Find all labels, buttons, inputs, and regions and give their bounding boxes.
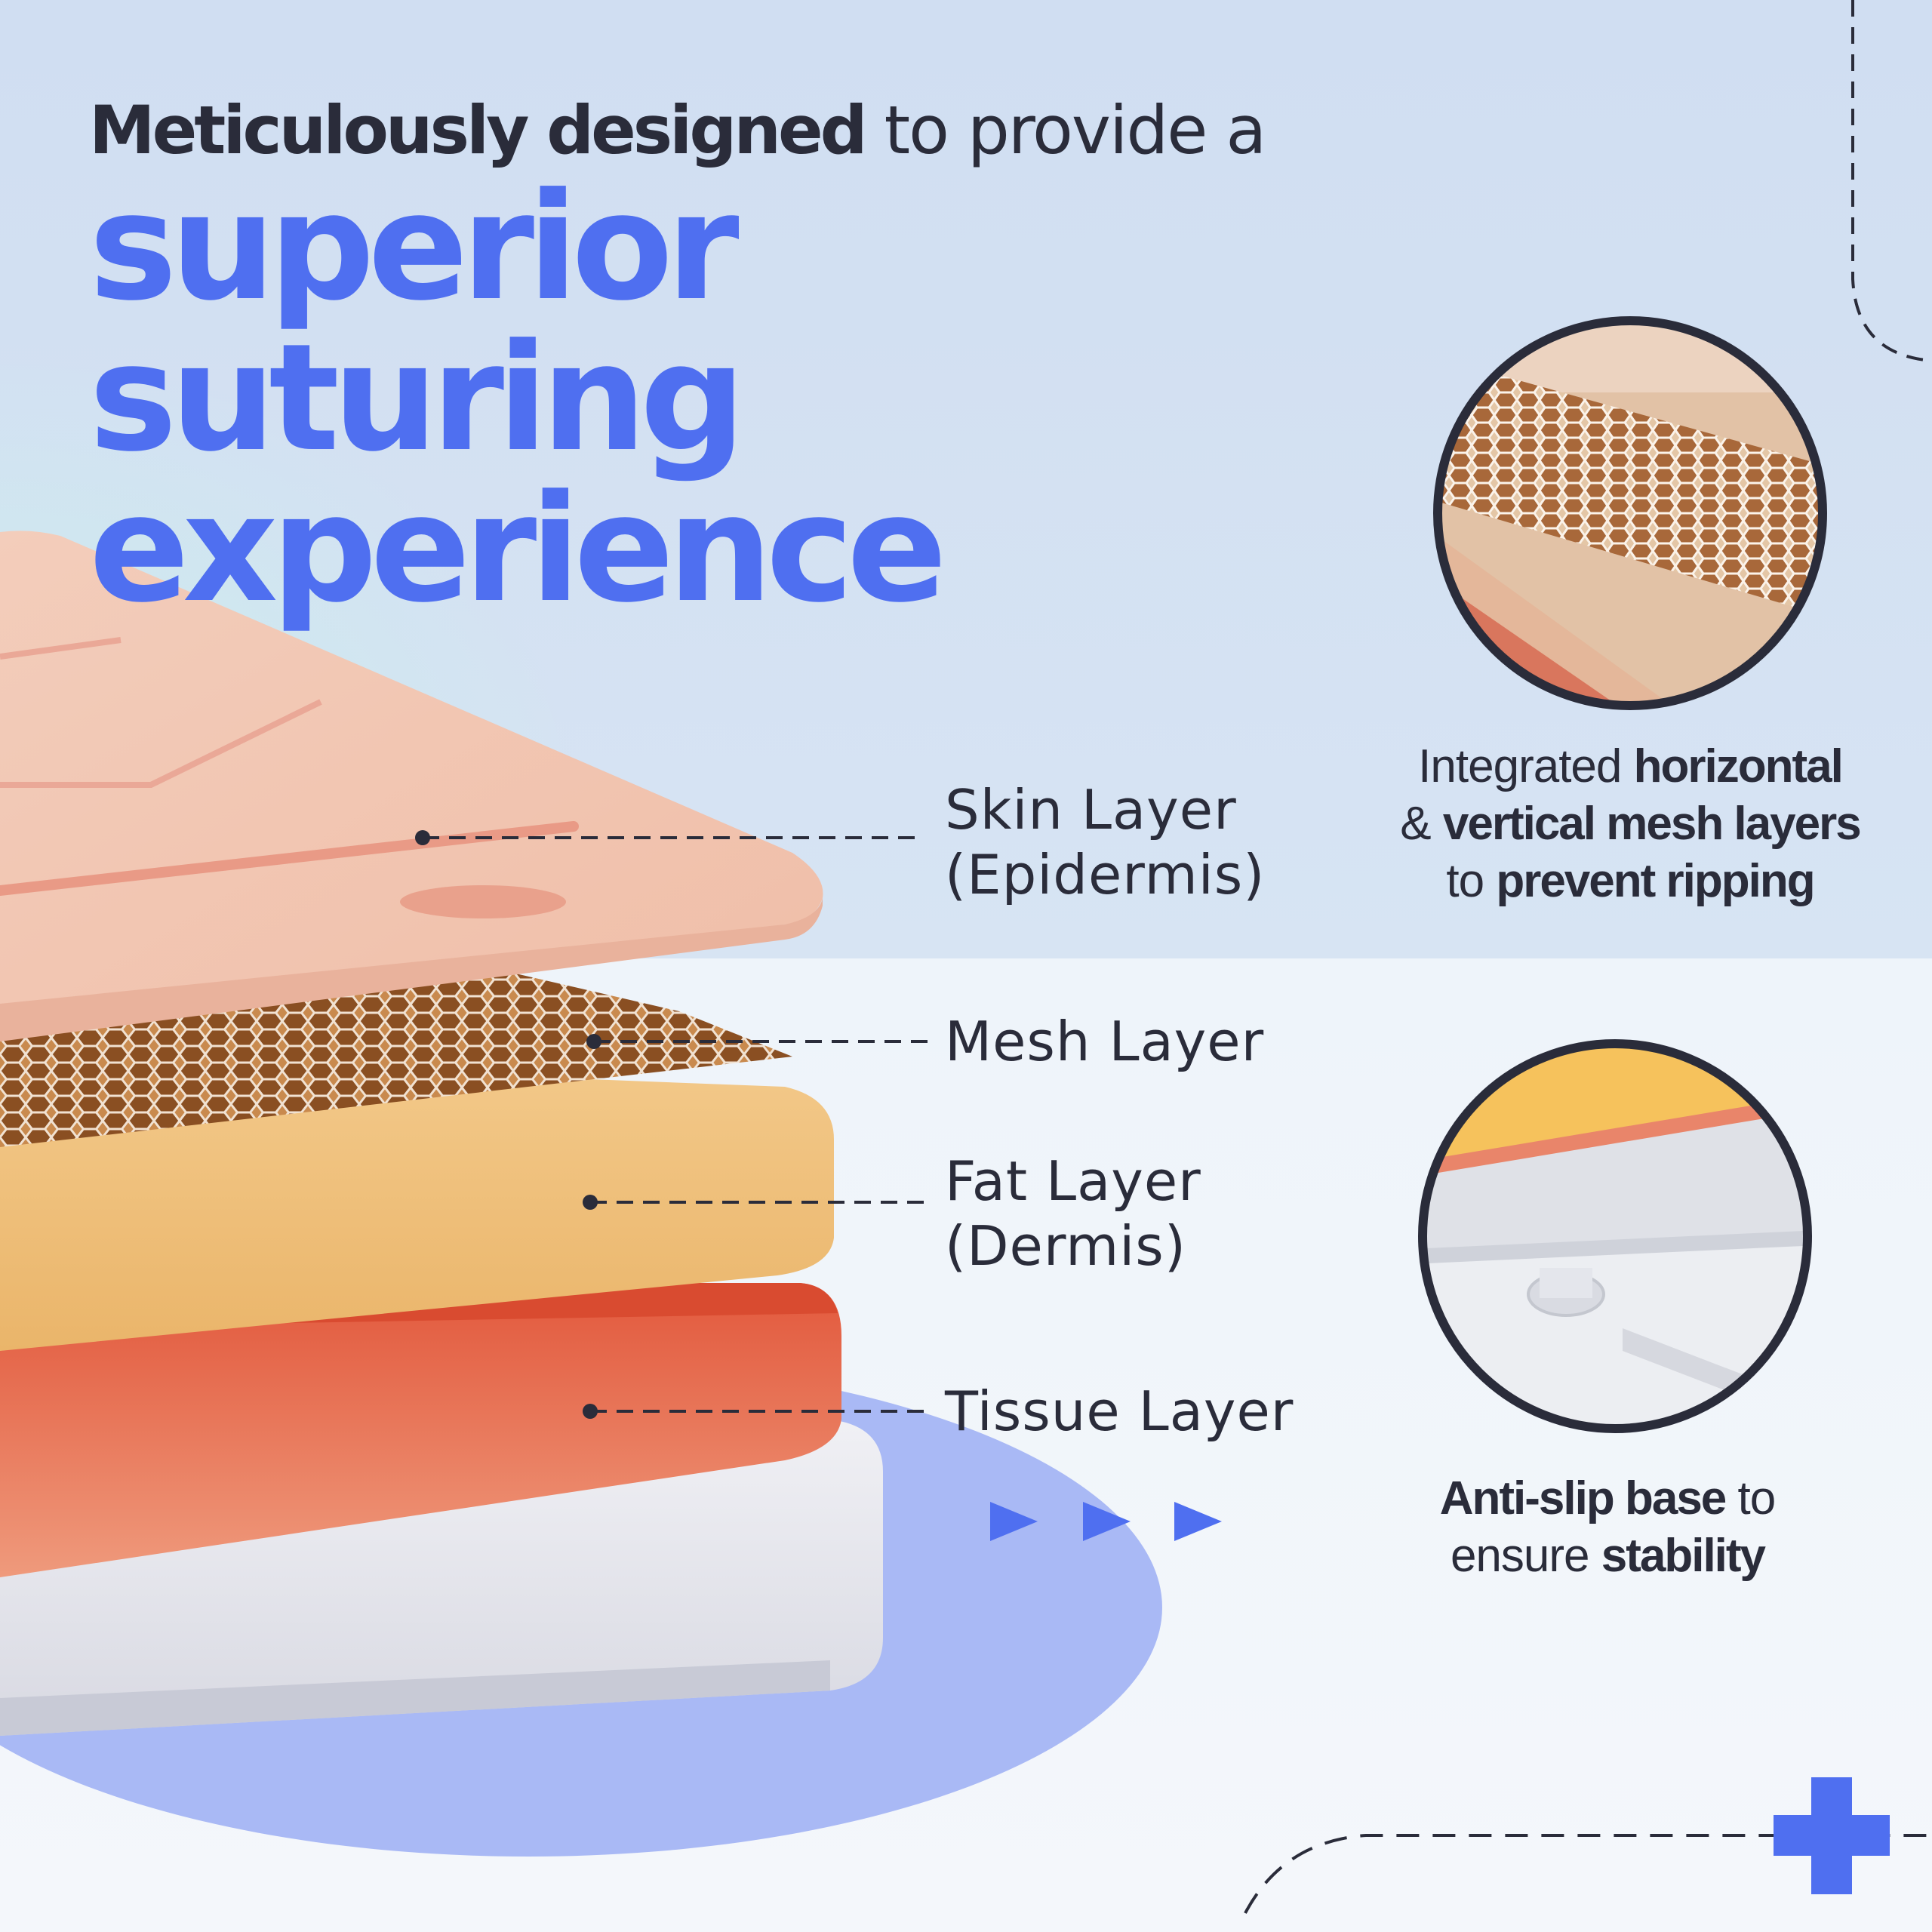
fat-layer-label: Fat Layer (Dermis)	[945, 1149, 1201, 1278]
mesh-callout-caption: Integrated horizontal & vertical mesh la…	[1343, 738, 1917, 910]
headline: Meticulously designed to provide a super…	[89, 89, 1372, 625]
mesh-layer-title: Mesh Layer	[945, 1010, 1265, 1073]
base-closeup-frame	[1418, 1039, 1812, 1433]
caption-bold: vertical mesh layers	[1442, 798, 1862, 850]
headline-bold-lead: Meticulously designed	[89, 91, 868, 169]
skin-layer-label: Skin Layer (Epidermis)	[945, 777, 1265, 907]
headline-line-2: superior suturing	[89, 162, 746, 485]
headline-line-3: experience	[89, 463, 947, 635]
mesh-layer-label: Mesh Layer	[945, 1009, 1264, 1074]
decorative-dashed-curve	[1851, 0, 1932, 362]
leader-dot	[415, 830, 430, 845]
plus-icon	[1774, 1777, 1890, 1894]
decorative-dashed-curve	[1244, 1834, 1932, 1914]
skin-layer-title: Skin Layer	[945, 778, 1237, 841]
skin-layer-subtitle: (Epidermis)	[945, 843, 1266, 906]
leader-dot	[583, 1195, 598, 1210]
caption-bold: Anti-slip base	[1439, 1472, 1727, 1524]
tissue-layer-block	[0, 1283, 841, 1577]
caption-bold: horizontal	[1633, 740, 1844, 792]
headline-rest-lead: to provide a	[864, 91, 1267, 169]
fat-layer-title: Fat Layer	[945, 1149, 1201, 1213]
base-closeup-image	[1423, 1044, 1807, 1429]
leader-dot	[586, 1034, 601, 1049]
leader-dot	[583, 1404, 598, 1419]
fat-layer-subtitle: (Dermis)	[945, 1214, 1186, 1278]
caption-text: Integrated	[1418, 740, 1634, 792]
caption-text: ensure	[1450, 1530, 1601, 1582]
skin-layer-sheet	[0, 531, 823, 1030]
caption-bold: prevent ripping	[1496, 855, 1815, 907]
mesh-closeup-frame	[1433, 316, 1827, 710]
caption-text: to	[1725, 1472, 1777, 1524]
base-callout-caption: Anti-slip base to ensure stability	[1358, 1470, 1857, 1585]
caption-bold: stability	[1601, 1530, 1766, 1582]
headline-line-1: Meticulously designed to provide a	[89, 91, 1267, 169]
caption-text: to	[1446, 855, 1497, 907]
tissue-layer-label: Tissue Layer	[945, 1379, 1294, 1444]
fat-layer-block	[0, 1057, 834, 1351]
mesh-closeup-image	[1438, 321, 1823, 706]
leader-lines	[423, 836, 928, 1413]
caption-text: &	[1400, 798, 1443, 850]
tissue-layer-title: Tissue Layer	[945, 1380, 1294, 1443]
play-arrow-icon	[990, 1502, 1222, 1541]
